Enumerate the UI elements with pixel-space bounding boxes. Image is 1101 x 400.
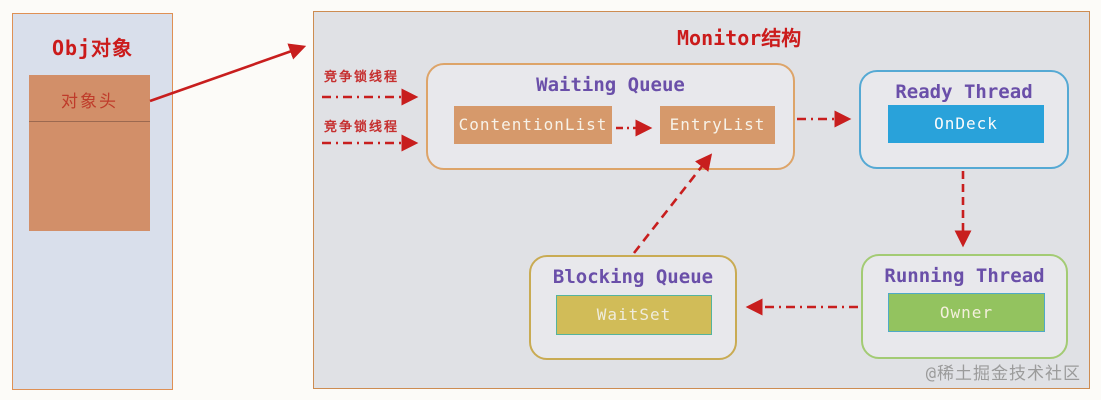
running-thread-group: Running Thread Owner <box>861 254 1068 359</box>
running-thread-title: Running Thread <box>884 265 1045 287</box>
competing-thread-label-2: 竞争锁线程 <box>324 120 400 135</box>
waiting-queue-title: Waiting Queue <box>536 74 685 96</box>
blocking-queue-title: Blocking Queue <box>552 266 714 288</box>
monitor-title: Monitor结构 <box>677 26 802 50</box>
object-header-box: 对象头 <box>29 75 150 231</box>
obj-object-box: Obj对象 对象头 <box>12 13 173 390</box>
contention-list-box: ContentionList <box>454 106 612 144</box>
ready-thread-group: Ready Thread OnDeck <box>859 70 1069 169</box>
ready-thread-title: Ready Thread <box>895 81 1033 103</box>
ondeck-box: OnDeck <box>888 105 1044 143</box>
waiting-queue-group: Waiting Queue ContentionList EntryList <box>426 63 795 170</box>
waitset-box: WaitSet <box>556 295 712 335</box>
obj-box-title: Obj对象 <box>51 36 134 60</box>
watermark: @稀土掘金技术社区 <box>925 364 1081 384</box>
competing-thread-label-1: 竞争锁线程 <box>324 70 400 85</box>
blocking-queue-group: Blocking Queue WaitSet <box>529 255 737 360</box>
object-header-divider <box>29 121 150 122</box>
object-header-label: 对象头 <box>61 92 118 112</box>
entry-list-box: EntryList <box>660 106 775 144</box>
owner-box: Owner <box>888 293 1045 332</box>
